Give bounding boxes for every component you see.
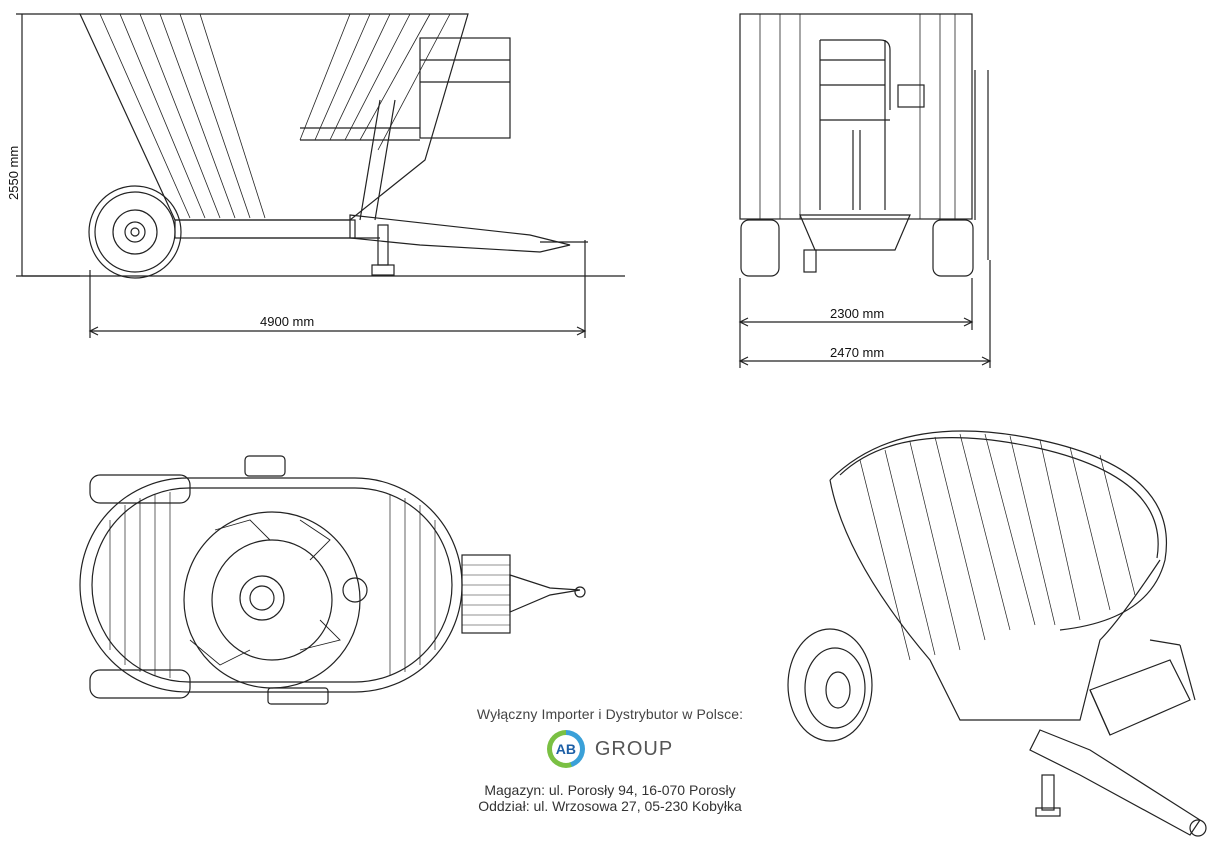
height-dimension-label: 2550 mm <box>6 146 21 200</box>
warehouse-address: Magazyn: ul. Porosły 94, 16-070 Porosły <box>484 782 736 798</box>
top-view <box>79 455 586 705</box>
importer-label: Wyłączny Importer i Dystrybutor w Polsce… <box>476 706 744 722</box>
inner-width-dimension-label: 2300 mm <box>830 306 884 321</box>
logo-wordmark: GROUP <box>594 737 674 760</box>
importer-footer: Wyłączny Importer i Dystrybutor w Polsce… <box>380 706 840 814</box>
logo-circle-icon: AB <box>546 730 585 768</box>
side-view <box>16 13 625 338</box>
isometric-view <box>787 430 1207 837</box>
ab-group-logo: AB GROUP <box>380 730 840 768</box>
length-dimension-label: 4900 mm <box>260 314 314 329</box>
outer-width-dimension-label: 2470 mm <box>830 345 884 360</box>
front-view <box>738 13 992 368</box>
logo-mark: AB <box>551 735 580 763</box>
branch-address: Oddział: ul. Wrzosowa 27, 05-230 Kobyłka <box>478 798 742 814</box>
